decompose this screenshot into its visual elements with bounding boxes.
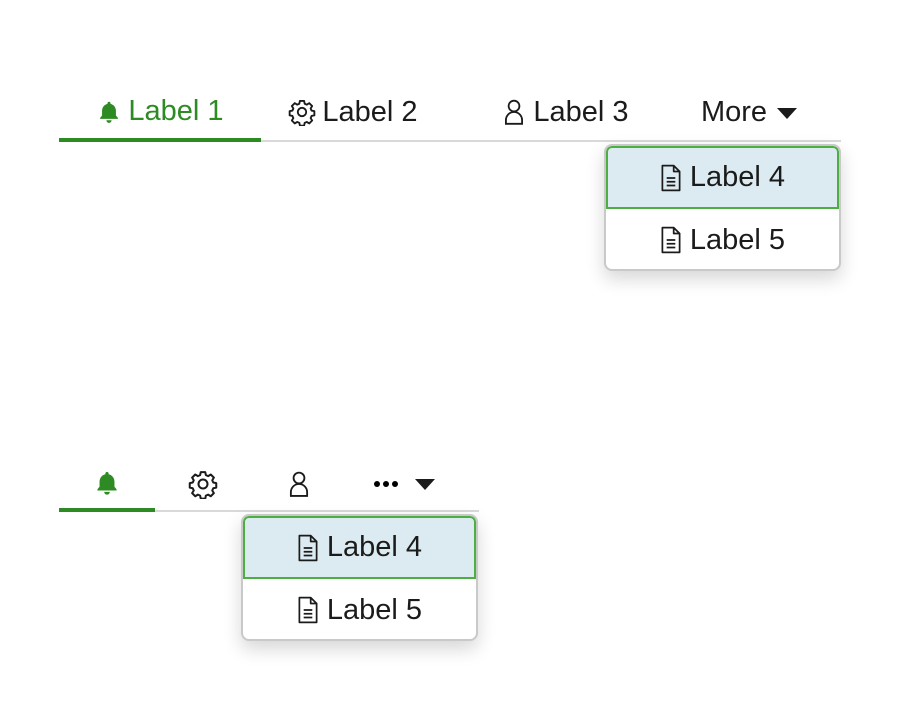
tab-label-2[interactable]: Label 2 — [273, 84, 433, 140]
tab-bell[interactable] — [59, 457, 155, 512]
menu-item-label-4[interactable]: Label 4 — [243, 516, 476, 579]
tab-label: Label 1 — [128, 95, 224, 127]
tab-user[interactable] — [251, 457, 347, 510]
tab-bar-full: Label 1 Label 2 Label 3 More — [59, 84, 841, 142]
bell-icon — [96, 99, 122, 125]
tab-bar-compact — [59, 457, 479, 512]
menu-item-label-5[interactable]: Label 5 — [243, 579, 476, 639]
more-dropdown-menu-compact: Label 4 Label 5 — [241, 514, 478, 641]
tab-label-3[interactable]: Label 3 — [485, 84, 645, 140]
user-icon — [501, 98, 527, 126]
tab-label: Label 2 — [322, 95, 418, 128]
more-label: More — [700, 95, 768, 128]
tab-label-1[interactable]: Label 1 — [59, 84, 261, 142]
ellipsis-icon — [373, 480, 399, 488]
menu-item-label: Label 5 — [689, 223, 786, 256]
document-icon — [660, 226, 682, 254]
more-dropdown-menu-full: Label 4 Label 5 — [604, 144, 841, 271]
gear-icon — [188, 469, 218, 499]
tab-more-dropdown[interactable] — [359, 457, 449, 510]
tab-gear[interactable] — [155, 457, 251, 510]
gear-icon — [288, 98, 316, 126]
menu-item-label: Label 4 — [689, 161, 786, 193]
tab-label: Label 3 — [533, 95, 629, 128]
tab-more-dropdown[interactable]: More — [689, 84, 809, 140]
menu-item-label: Label 5 — [326, 593, 423, 626]
user-icon — [286, 469, 312, 499]
bell-icon — [93, 469, 121, 497]
menu-item-label-4[interactable]: Label 4 — [606, 146, 839, 209]
document-icon — [297, 596, 319, 624]
menu-item-label: Label 4 — [326, 531, 423, 563]
caret-down-icon — [415, 479, 435, 490]
menu-item-label-5[interactable]: Label 5 — [606, 209, 839, 269]
document-icon — [297, 534, 319, 562]
document-icon — [660, 164, 682, 192]
caret-down-icon — [777, 107, 798, 119]
